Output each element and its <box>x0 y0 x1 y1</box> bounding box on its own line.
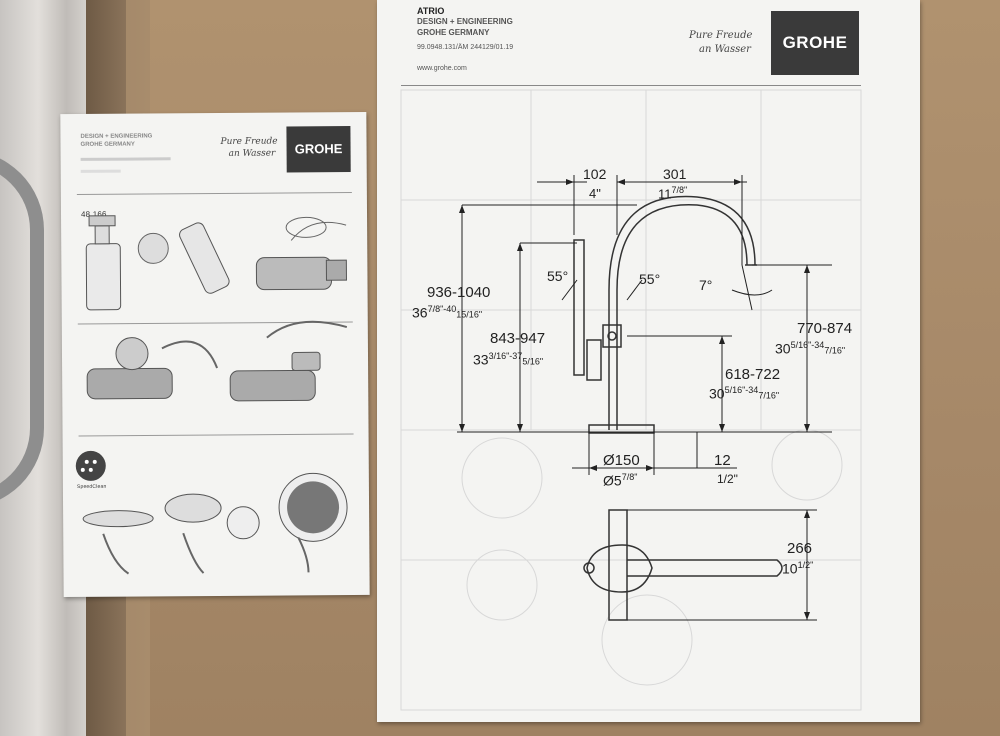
dim-102: 102 <box>583 166 607 182</box>
dim-266: 266 <box>787 540 813 557</box>
dim-301: 301 <box>663 166 687 182</box>
big-grohe-logo: GROHE <box>771 11 859 75</box>
dim-lever-height: 618-722 <box>725 366 781 383</box>
dim-spout-height: 843-947 <box>490 330 546 347</box>
angle-7: 7° <box>699 277 713 293</box>
dim-spout-height-inch-c: 5/16" <box>522 356 544 367</box>
small-leaflet-illustrations <box>75 215 354 575</box>
big-slogan-2: an Wasser <box>699 44 751 55</box>
dim-lever-height-inch-a: 30 <box>709 385 725 402</box>
angle-55-left: 55° <box>547 268 569 284</box>
atrio-instruction-sheet: ATRIO DESIGN + ENGINEERING GROHE GERMANY… <box>377 0 920 722</box>
dim-lever-height-inch-b: 5/16"-34 <box>724 385 759 395</box>
dim-height-total-inch-c: 15/16" <box>456 309 483 320</box>
big-header-line2: GROHE GERMANY <box>417 28 490 37</box>
website: www.grohe.com <box>417 65 467 72</box>
dim-height-total-inch-b: 7/8"-40 <box>427 304 457 314</box>
dim-12-inch: 1/2" <box>717 472 738 486</box>
big-header-line1: DESIGN + ENGINEERING <box>417 17 513 26</box>
doc-code: 99.0948.131/ÄM 244129/01.19 <box>417 44 514 51</box>
dim-outlet-height: 770-874 <box>797 320 853 337</box>
dim-12: 12 <box>714 452 731 469</box>
angle-55-right: 55° <box>639 271 661 287</box>
dim-height-total: 936-1040 <box>427 284 491 301</box>
dim-266-inch-a: 10 <box>782 560 798 577</box>
dim-base-diameter: Ø150 <box>603 452 640 469</box>
dim-11-whole: 11 <box>658 186 672 202</box>
dim-spout-height-inch-b: 3/16"-37 <box>488 351 523 361</box>
technical-drawing <box>400 89 862 711</box>
dim-266-inch: 101/2" <box>782 560 813 577</box>
dim-11in: 117/8" <box>658 185 687 201</box>
dim-11-frac: 7/8" <box>671 185 688 195</box>
dim-base-diameter-inch-a: Ø5 <box>603 472 622 489</box>
product-name: ATRIO <box>417 6 445 16</box>
dim-base-diameter-inch-b: 7/8" <box>621 472 638 482</box>
dim-height-total-inch-a: 36 <box>412 304 428 321</box>
shower-hose <box>0 150 44 508</box>
dim-outlet-height-inch: 305/16"-347/16" <box>775 340 845 357</box>
dim-266-inch-b: 1/2" <box>797 560 814 570</box>
small-instruction-leaflet: DESIGN + ENGINEERING GROHE GERMANY Pure … <box>60 111 370 598</box>
dim-lever-height-inch-c: 7/16" <box>758 390 780 401</box>
dim-outlet-height-inch-b: 5/16"-34 <box>790 340 825 350</box>
dim-height-total-inch: 367/8"-4015/16" <box>412 304 482 321</box>
big-slogan-1: Pure Freude <box>689 30 753 41</box>
dim-outlet-height-inch-a: 30 <box>775 340 791 357</box>
dim-spout-height-inch: 333/16"-375/16" <box>473 351 543 368</box>
dim-outlet-height-inch-c: 7/16" <box>824 345 846 356</box>
dim-4in: 4" <box>589 186 601 201</box>
dim-base-diameter-inch: Ø57/8" <box>603 472 637 489</box>
big-divider <box>401 85 861 86</box>
dim-lever-height-inch: 305/16"-347/16" <box>709 385 779 402</box>
dim-spout-height-inch-a: 33 <box>473 351 489 368</box>
small-speedclean-label: SpeedClean <box>76 483 107 490</box>
